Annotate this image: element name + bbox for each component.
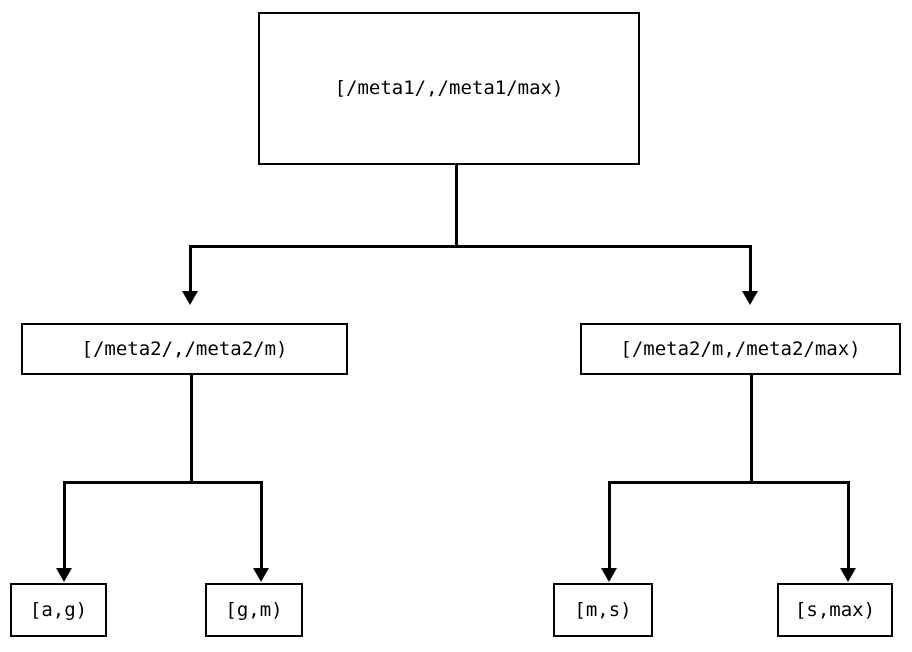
node-leaf-smax[interactable]: [s,max) <box>777 583 893 637</box>
edge-root-crossbar <box>189 245 752 248</box>
edge-root-stem <box>455 165 458 246</box>
node-mid-left[interactable]: [/meta2/,/meta2/m) <box>21 323 348 375</box>
node-leaf-ag-label: [a,g) <box>29 598 88 621</box>
node-mid-right[interactable]: [/meta2/m,/meta2/max) <box>580 323 901 375</box>
node-leaf-gm[interactable]: [g,m) <box>205 583 303 637</box>
arrowhead-mid-right-to-leaf-smax <box>840 568 856 582</box>
arrowhead-root-to-mid-left <box>182 291 198 305</box>
edge-mid-right-to-leaf-smax-drop <box>847 481 850 569</box>
node-leaf-ms[interactable]: [m,s) <box>553 583 653 637</box>
edge-root-to-mid-left-drop <box>189 245 192 292</box>
node-leaf-ms-label: [m,s) <box>574 598 632 621</box>
arrowhead-mid-left-to-leaf-ag <box>56 568 72 582</box>
arrowhead-mid-left-to-leaf-gm <box>253 568 269 582</box>
edge-mid-right-to-leaf-ms-drop <box>608 481 611 569</box>
node-mid-left-label: [/meta2/,/meta2/m) <box>81 337 288 360</box>
edge-mid-left-stem <box>190 375 193 484</box>
node-leaf-smax-label: [s,max) <box>794 598 876 621</box>
node-root-label: [/meta1/,/meta1/max) <box>334 77 564 99</box>
arrowhead-mid-right-to-leaf-ms <box>601 568 617 582</box>
node-mid-right-label: [/meta2/m,/meta2/max) <box>620 337 861 360</box>
edge-mid-left-crossbar <box>63 481 263 484</box>
node-leaf-gm-label: [g,m) <box>225 598 283 621</box>
arrowhead-root-to-mid-right <box>742 291 758 305</box>
edge-mid-right-stem <box>750 375 753 484</box>
edge-mid-left-to-leaf-gm-drop <box>260 481 263 569</box>
edge-mid-left-to-leaf-ag-drop <box>63 481 66 569</box>
edge-root-to-mid-right-drop <box>749 245 752 292</box>
node-root[interactable]: [/meta1/,/meta1/max) <box>258 12 640 165</box>
edge-mid-right-crossbar <box>608 481 850 484</box>
node-leaf-ag[interactable]: [a,g) <box>10 583 107 637</box>
